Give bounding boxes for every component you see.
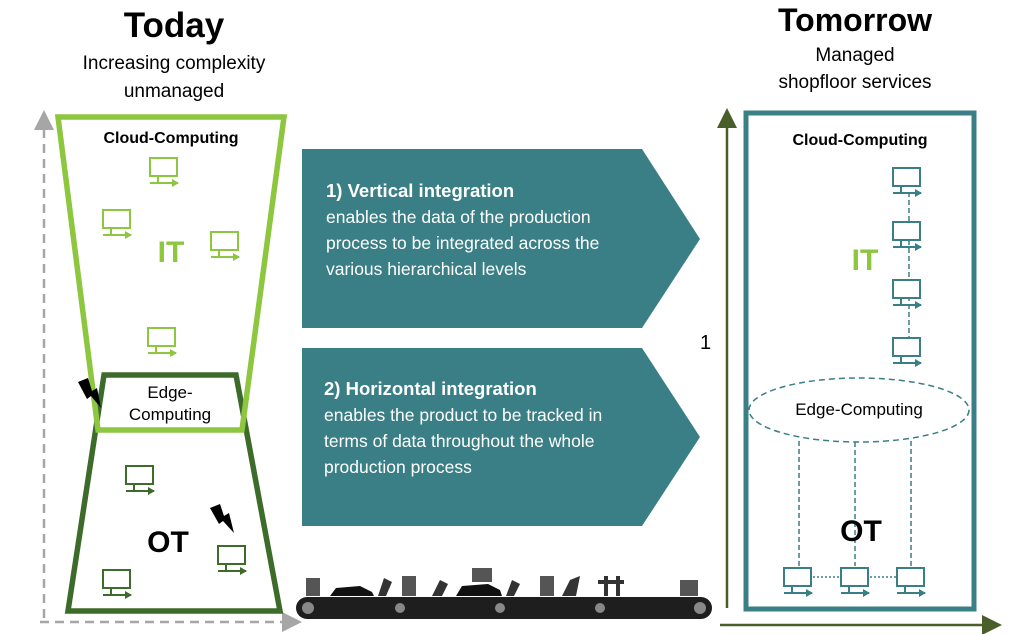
lightning-icon: [78, 378, 101, 408]
vertical-integration-arrow: [302, 149, 700, 328]
monitor-icon: [892, 167, 923, 198]
horizontal-integration-text: 2) Horizontal integration enables the pr…: [324, 376, 602, 480]
vertical-integration-text: 1) Vertical integration enables the data…: [326, 178, 599, 282]
today-subtitle-line2: unmanaged: [123, 81, 225, 102]
vertical-integration-line: various hierarchical levels: [326, 259, 527, 279]
tomorrow-axis-value: 1: [700, 332, 712, 354]
monitor-icon: [783, 567, 814, 598]
conveyor-belt-illustration: [296, 568, 712, 619]
monitor-icon: [217, 545, 248, 576]
today-subtitle-line1: Increasing complexity: [82, 53, 266, 74]
today-ot-trapezoid: [64, 372, 284, 614]
today-axes: [34, 110, 302, 632]
horizontal-integration-heading: 2) Horizontal integration: [324, 378, 537, 399]
today-it-label: IT: [157, 236, 185, 269]
tomorrow-ot-network: [783, 441, 927, 598]
monitor-icon: [149, 157, 180, 188]
monitor-icon: [147, 327, 178, 358]
today-edge-label-line1: Edge-: [147, 383, 193, 402]
tomorrow-it-label: IT: [851, 244, 879, 277]
today-edge-label-line2: Computing: [128, 405, 212, 424]
monitor-icon: [896, 567, 927, 598]
horizontal-integration-line: terms of data throughout the whole: [324, 431, 595, 451]
tomorrow-subtitle-line1: Managed: [815, 45, 895, 66]
lightning-icon: [210, 504, 234, 533]
tomorrow-cloud-label: Cloud-Computing: [792, 132, 928, 149]
tomorrow-ot-label: OT: [840, 515, 882, 548]
today-title: Today: [123, 6, 225, 45]
monitor-icon: [892, 221, 923, 252]
tomorrow-subtitle-line2: shopfloor services: [778, 72, 932, 93]
horizontal-integration-line: production process: [324, 457, 472, 477]
monitor-icon: [892, 337, 923, 368]
monitor-icon: [892, 279, 923, 310]
tomorrow-edge-ellipse: [748, 377, 970, 443]
tomorrow-axes: [717, 108, 1002, 634]
monitor-icon: [102, 209, 133, 240]
horizontal-integration-arrow: [302, 348, 700, 526]
today-it-trapezoid: [54, 114, 288, 433]
vertical-integration-line: enables the data of the production: [326, 207, 591, 227]
tomorrow-title: Tomorrow: [777, 2, 933, 38]
monitor-icon: [125, 465, 156, 496]
vertical-integration-heading: 1) Vertical integration: [326, 180, 515, 201]
monitor-icon: [210, 231, 241, 262]
horizontal-integration-line: enables the product to be tracked in: [324, 405, 603, 425]
monitor-icon: [840, 567, 871, 598]
tomorrow-edge-label: Edge-Computing: [795, 400, 923, 419]
monitor-icon: [102, 569, 133, 600]
today-ot-label: OT: [147, 526, 189, 559]
today-cloud-label: Cloud-Computing: [103, 130, 239, 147]
vertical-integration-line: process to be integrated across the: [326, 233, 600, 253]
tomorrow-it-chain: [892, 167, 923, 368]
tomorrow-frame: [743, 110, 977, 612]
